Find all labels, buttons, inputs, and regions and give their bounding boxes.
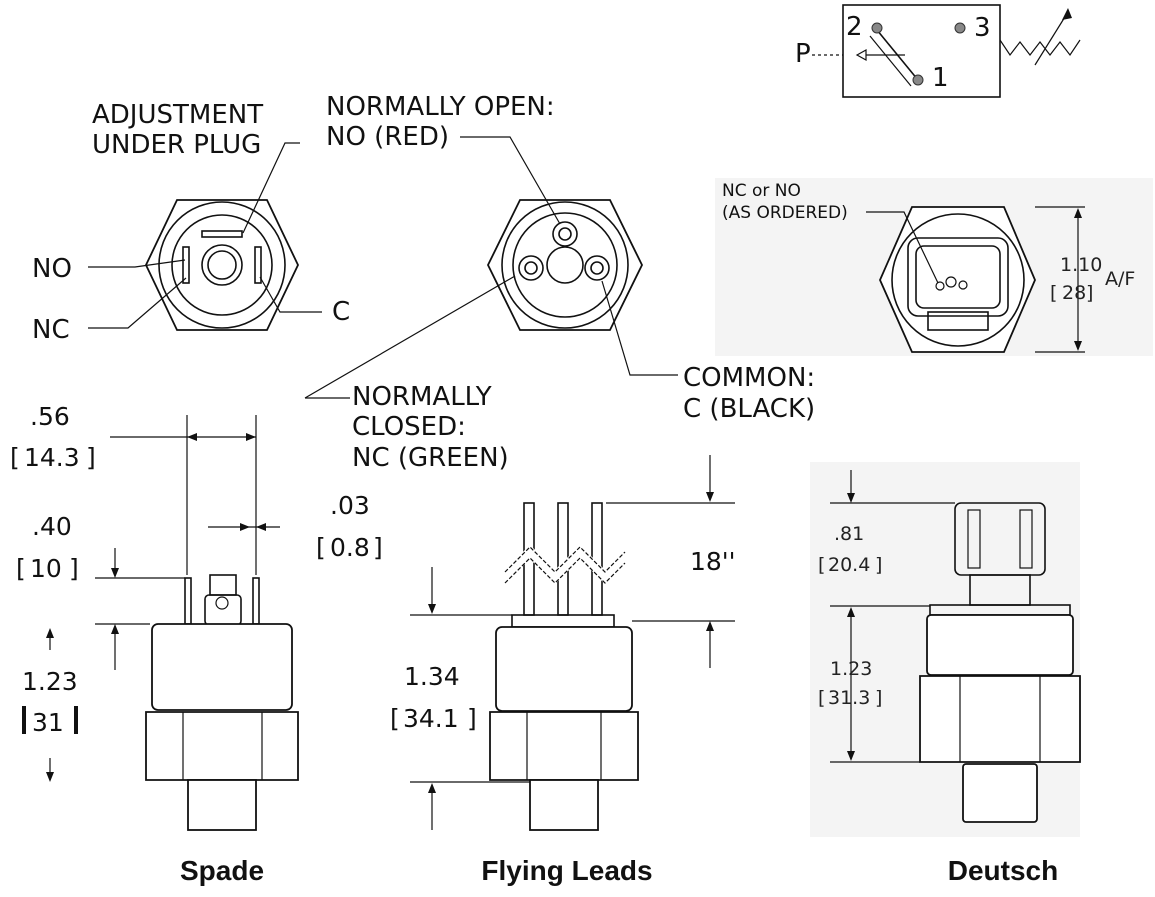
normally-closed-label-3: NC (GREEN) — [352, 443, 509, 473]
deutsch-conn-height-mm: 20.4 — [828, 554, 870, 576]
svg-text:[: [ — [818, 687, 825, 709]
terminal-width-mm: 0.8 — [330, 533, 370, 562]
spade-height-inch: .40 — [32, 512, 72, 541]
svg-text:]: ] — [373, 533, 383, 562]
pin-3-label: 3 — [974, 13, 991, 43]
nc-terminal-label: NC — [32, 315, 70, 345]
spade-side-view: .56 [ 14.3 ] .03 [ 0.8 ] .40 [ 10 ] 1.23… — [10, 402, 383, 831]
port-p-label: P — [795, 39, 811, 69]
svg-text:]: ] — [467, 704, 477, 733]
svg-text:]: ] — [1086, 282, 1093, 304]
svg-text:]: ] — [875, 687, 882, 709]
adjustment-label-1: ADJUSTMENT — [92, 100, 263, 130]
svg-text:[: [ — [316, 533, 326, 562]
svg-text:]: ] — [875, 554, 882, 576]
deutsch-conn-height-inch: .81 — [834, 523, 864, 545]
spade-width-mm: 14.3 — [24, 443, 80, 472]
normally-open-label-2: NO (RED) — [326, 122, 449, 152]
normally-closed-label-1: NORMALLY — [352, 382, 492, 412]
deutsch-side-view: .81 [ 20.4 ] 1.23 [ 31.3 ] — [810, 462, 1081, 837]
svg-text:[: [ — [10, 443, 20, 472]
svg-text:[: [ — [1050, 282, 1057, 304]
af-label: A/F — [1105, 268, 1135, 290]
spade-body-height-inch: 1.23 — [22, 667, 78, 696]
deutsch-body-height-inch: 1.23 — [830, 658, 872, 680]
deutsch-body-height-mm: 31.3 — [828, 687, 870, 709]
pin-2-label: 2 — [846, 12, 863, 42]
spade-body-height-mm: 31 — [32, 708, 64, 737]
deutsch-top-view: NC or NO (AS ORDERED) 1.10 [ 28 ] A/F — [715, 178, 1153, 356]
common-label-1: COMMON: — [683, 363, 815, 393]
spade-height-mm: 10 — [30, 554, 62, 583]
spade-caption: Spade — [180, 855, 264, 886]
deutsch-caption: Deutsch — [948, 855, 1058, 886]
svg-text:]: ] — [86, 443, 96, 472]
af-inch-value: 1.10 — [1060, 254, 1102, 276]
leads-side-view: 18'' 1.34 [ 34.1 ] — [390, 455, 736, 831]
normally-open-label-1: NORMALLY OPEN: — [326, 92, 555, 122]
c-terminal-label: C — [332, 297, 350, 327]
spade-top-view: ADJUSTMENT UNDER PLUG NO NC C — [32, 100, 350, 345]
adjustment-label-2: UNDER PLUG — [92, 130, 261, 160]
leads-body-height-inch: 1.34 — [404, 662, 460, 691]
deutsch-note-2: (AS ORDERED) — [722, 203, 848, 223]
leads-body-height-mm: 34.1 — [403, 704, 459, 733]
normally-closed-label-2: CLOSED: — [352, 412, 466, 442]
lead-length: 18'' — [690, 547, 736, 576]
pin-1-label: 1 — [932, 63, 949, 93]
svg-text:]: ] — [69, 554, 79, 583]
deutsch-note-1: NC or NO — [722, 181, 801, 201]
no-terminal-label: NO — [32, 254, 72, 284]
switch-schematic: P 2 3 1 — [795, 4, 1081, 98]
svg-text:[: [ — [390, 704, 400, 733]
spade-width-inch: .56 — [30, 402, 70, 431]
flying-leads-caption: Flying Leads — [481, 855, 652, 886]
svg-text:[: [ — [16, 554, 26, 583]
terminal-width-inch: .03 — [330, 491, 370, 520]
svg-text:[: [ — [818, 554, 825, 576]
af-mm-value: 28 — [1062, 282, 1086, 304]
leads-top-view: NORMALLY OPEN: NO (RED) NORMALLY CLOSED:… — [304, 92, 815, 473]
common-label-2: C (BLACK) — [683, 394, 815, 424]
